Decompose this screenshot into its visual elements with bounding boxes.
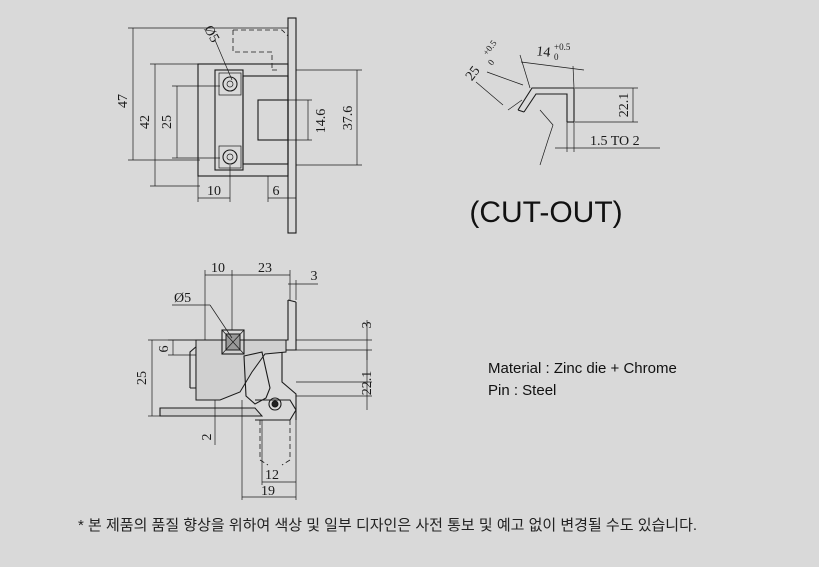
cutout-view — [475, 54, 660, 166]
dim-dia5: Ø5 — [200, 23, 222, 45]
cutout-dim-14: 14 — [536, 44, 551, 60]
side-dim-3-top: 3 — [311, 269, 318, 284]
side-dim-19: 19 — [261, 484, 275, 499]
pin-line: Pin : Steel — [488, 382, 557, 399]
dim-14-6: 14.6 — [314, 109, 329, 134]
side-dim-23: 23 — [258, 261, 272, 276]
disclaimer-note: * 본 제품의 품질 향상을 위하여 색상 및 일부 디자인은 사전 통보 및 … — [78, 517, 698, 534]
side-dim-22-1: 22.1 — [360, 371, 375, 396]
dim-25: 25 — [160, 115, 175, 129]
cutout-labels: 25 +0.5 0 14 +0.5 0 22.1 1.5 TO 2 (CUT-O… — [463, 38, 640, 229]
cutout-dim-14-tol-up: +0.5 — [554, 42, 571, 52]
side-view-labels: 10 23 3 Ø5 3 6 25 22.1 2 12 19 — [135, 261, 375, 499]
front-view-labels: 47 42 25 14.6 37.6 10 6 Ø5 — [116, 23, 356, 199]
side-view — [148, 270, 372, 500]
cutout-title: (CUT-OUT) — [469, 196, 622, 229]
side-dim-25: 25 — [135, 371, 150, 385]
dim-37-6: 37.6 — [341, 106, 356, 131]
side-dim-3-right: 3 — [360, 322, 375, 329]
side-dim-dia5: Ø5 — [174, 291, 191, 306]
side-dim-10: 10 — [211, 261, 225, 276]
dim-10: 10 — [207, 184, 221, 199]
cutout-dim-1-5-to-2: 1.5 TO 2 — [590, 134, 640, 149]
cutout-dim-14-tol-low: 0 — [554, 52, 559, 62]
cutout-dim-25-tol-up: +0.5 — [481, 38, 499, 57]
cutout-dim-22-1: 22.1 — [617, 93, 632, 118]
front-view — [128, 17, 362, 234]
cutout-dim-25-tol-low: 0 — [486, 57, 497, 67]
material-line: Material : Zinc die + Chrome — [488, 360, 677, 377]
dim-47: 47 — [116, 94, 131, 108]
side-dim-2: 2 — [200, 434, 215, 441]
side-dim-12: 12 — [265, 468, 279, 483]
side-dim-6: 6 — [157, 346, 172, 353]
dim-42: 42 — [138, 115, 153, 129]
dim-6: 6 — [273, 184, 280, 199]
cutout-dim-25: 25 — [463, 64, 483, 84]
